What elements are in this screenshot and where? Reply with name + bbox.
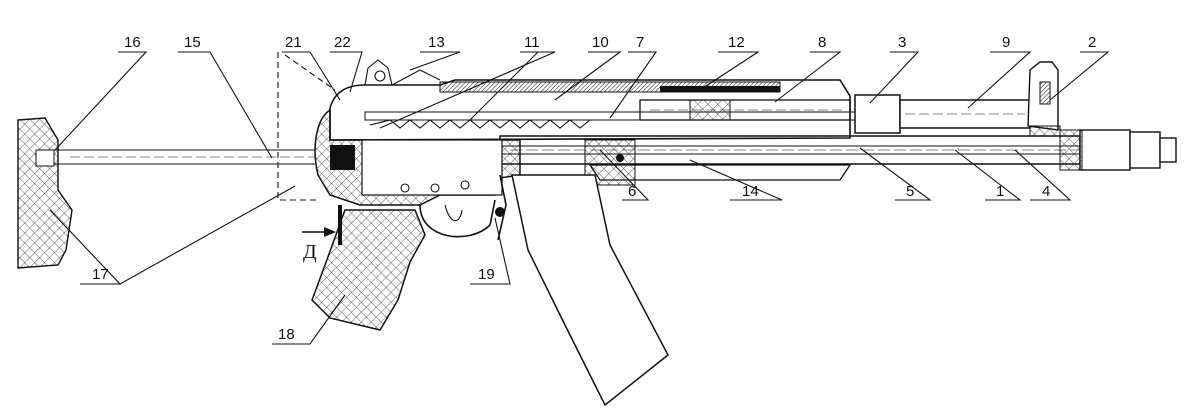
callout-3: 3 — [898, 34, 906, 51]
callout-labels: 16 15 21 22 13 11 10 7 12 8 3 9 2 6 14 5… — [92, 34, 1096, 343]
stock-buttpad — [17, 117, 73, 269]
callout-2: 2 — [1088, 34, 1096, 51]
callout-16: 16 — [124, 34, 141, 51]
callout-19: 19 — [478, 266, 495, 283]
callout-11: 11 — [524, 34, 540, 51]
section-view-letter: Д — [303, 241, 317, 263]
phantom-stock-outline — [277, 52, 336, 201]
callout-12: 12 — [728, 34, 745, 51]
callout-13: 13 — [428, 34, 445, 51]
callout-18: 18 — [278, 326, 295, 343]
callout-10: 10 — [592, 34, 609, 51]
callout-5: 5 — [906, 183, 914, 200]
leader-lines — [49, 51, 1110, 345]
callout-7: 7 — [636, 34, 644, 51]
callout-1: 1 — [996, 183, 1004, 200]
callout-9: 9 — [1002, 34, 1010, 51]
gas-block — [854, 94, 1031, 134]
receiver — [329, 59, 856, 141]
callout-22: 22 — [334, 34, 351, 51]
callout-14: 14 — [742, 183, 759, 200]
section-view-marker: Д — [302, 205, 342, 263]
callout-4: 4 — [1042, 183, 1050, 200]
magazine-release — [495, 174, 507, 241]
lower-receiver — [314, 108, 521, 238]
callout-21: 21 — [285, 34, 302, 51]
callout-15: 15 — [184, 34, 201, 51]
barrel — [499, 129, 1177, 171]
pistol-grip — [311, 209, 426, 331]
callout-17: 17 — [92, 266, 109, 283]
stock-rod — [54, 149, 315, 165]
callout-8: 8 — [818, 34, 826, 51]
handguard — [584, 139, 852, 186]
callout-6: 6 — [628, 183, 636, 200]
magazine — [511, 174, 669, 407]
front-sight — [1027, 61, 1061, 137]
